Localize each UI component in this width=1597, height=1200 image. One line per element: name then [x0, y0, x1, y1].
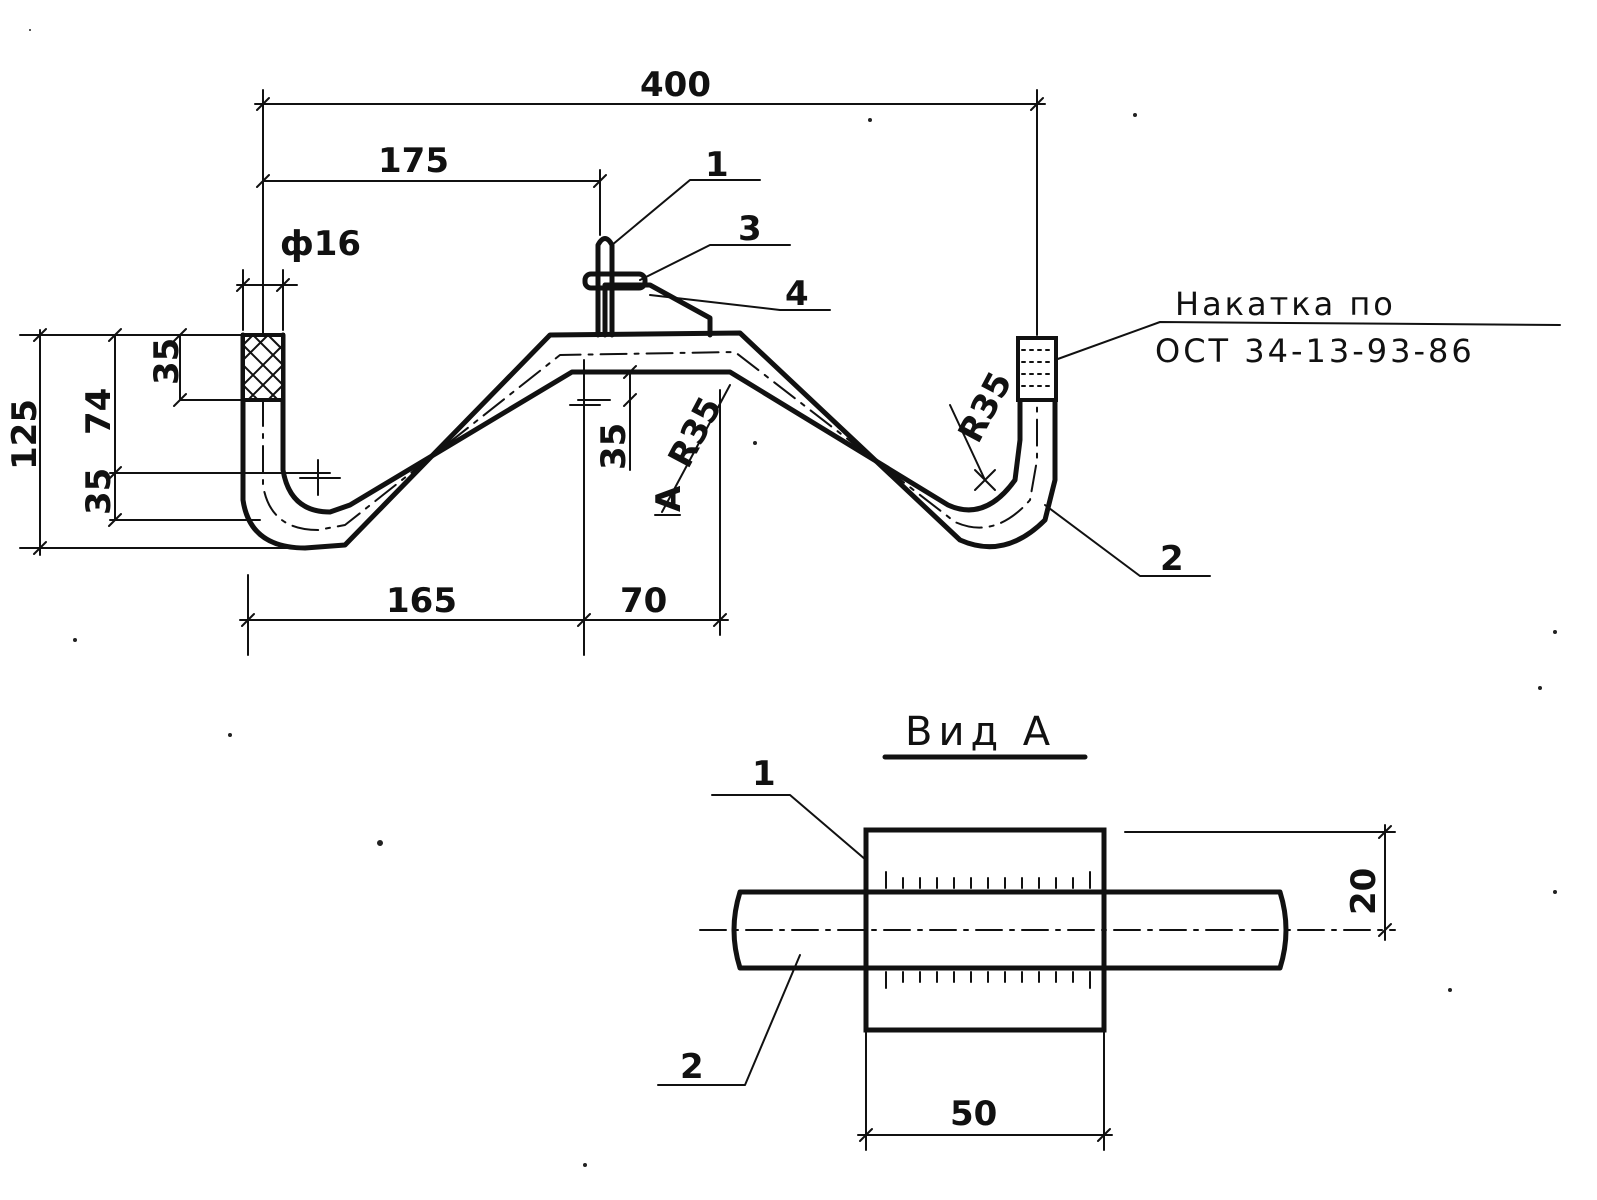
position-3: 3: [738, 209, 762, 249]
knurl-zone-left: [241, 333, 285, 402]
dim-bend-35: 35: [79, 468, 119, 515]
view-position-2: 2: [680, 1047, 704, 1087]
bent-pipe: [240, 330, 1058, 551]
dim-20: 20: [1344, 868, 1384, 915]
position-leaders: [611, 179, 1561, 577]
view-leader-1: [711, 794, 867, 861]
knurl-zone-right: [1016, 336, 1058, 402]
dim-70: 70: [620, 581, 667, 621]
pipe-inner-contour: [280, 332, 1023, 515]
pipe-outer-contour: [240, 330, 1058, 551]
clamp-nut: [582, 271, 648, 291]
dim-175: 175: [378, 141, 449, 181]
view-leader-2: [657, 954, 801, 1086]
dim-125: 125: [5, 399, 45, 470]
knurl-note: Накатка по ОСТ 34-13-93-86: [1155, 285, 1475, 370]
dim-400: 400: [640, 65, 711, 105]
position-1: 1: [705, 145, 729, 185]
dimension-lines: [19, 89, 1046, 656]
view-clamp-ticks: [885, 871, 1091, 989]
dim-74: 74: [79, 388, 119, 435]
clamp-strip: [602, 282, 713, 338]
scan-specks: [29, 29, 1557, 1167]
dim-165: 165: [386, 581, 457, 621]
view-a: Вид А 20 50 1 2: [657, 709, 1396, 1151]
dim-line-50: [857, 1029, 1113, 1151]
view-pipe: [731, 889, 1289, 971]
note-line-1: Накатка по: [1175, 285, 1396, 323]
view-position-1: 1: [752, 754, 776, 794]
position-numbers: 1 3 4 2: [705, 145, 1184, 579]
dim-clamp-35: 35: [594, 423, 634, 470]
view-title: Вид А: [905, 709, 1056, 755]
pipe-centerline: [262, 351, 1038, 531]
section-marker-a: A: [649, 485, 689, 512]
dimension-labels: 400 175 ф16 165 70 125 74 35 35 35 R35 R…: [5, 65, 1020, 621]
clamp-assembly: [582, 236, 713, 338]
note-line-2: ОСТ 34-13-93-86: [1155, 332, 1475, 370]
dim-50: 50: [950, 1094, 997, 1134]
dim-radius-2: R35: [951, 366, 1021, 450]
position-2: 2: [1160, 539, 1184, 579]
position-4: 4: [785, 274, 809, 314]
dim-diameter: ф16: [280, 224, 361, 264]
dim-line-20: [1124, 824, 1396, 941]
dim-knurl-35: 35: [147, 338, 187, 385]
